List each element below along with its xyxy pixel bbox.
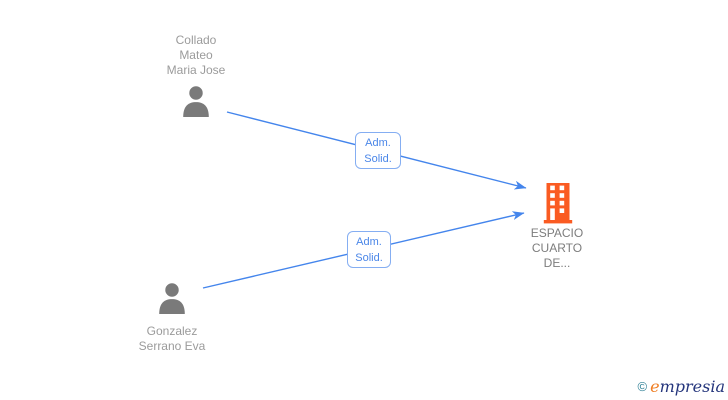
company-name-line: ESPACIO bbox=[530, 226, 584, 240]
person-name-line: Serrano Eva bbox=[138, 339, 206, 353]
brand-rest: mpresia bbox=[659, 377, 725, 396]
person-icon[interactable] bbox=[157, 282, 187, 314]
person-name-label[interactable]: Gonzalez Serrano Eva bbox=[102, 324, 242, 354]
building-icon[interactable] bbox=[543, 182, 573, 224]
edge-label-adm-solid: Adm. Solid. bbox=[355, 132, 401, 169]
person-name-line: Mateo bbox=[179, 48, 213, 62]
node-person-gonzalez[interactable]: Gonzalez Serrano Eva bbox=[102, 282, 242, 354]
person-icon[interactable] bbox=[181, 85, 211, 117]
edge-label-line: Solid. bbox=[364, 152, 392, 165]
person-name-line: Gonzalez bbox=[146, 324, 198, 338]
edge-label-line: Adm. bbox=[365, 136, 391, 149]
person-name-label[interactable]: Collado Mateo Maria Jose bbox=[126, 33, 266, 78]
company-name-line: DE... bbox=[543, 256, 571, 270]
copyright-icon: © bbox=[637, 379, 648, 394]
company-name-label[interactable]: ESPACIO CUARTO DE... bbox=[487, 226, 627, 271]
company-name-line: CUARTO bbox=[531, 241, 583, 255]
edge-label-line: Solid. bbox=[355, 251, 383, 264]
node-person-collado[interactable]: Collado Mateo Maria Jose bbox=[126, 33, 266, 120]
edge-label-line: Adm. bbox=[356, 235, 382, 248]
person-name-line: Maria Jose bbox=[166, 63, 226, 77]
person-name-line: Collado bbox=[175, 33, 217, 47]
node-company-espacio[interactable]: ESPACIO CUARTO DE... bbox=[487, 182, 627, 271]
brand-first-letter: e bbox=[650, 377, 660, 396]
empresia-logo[interactable]: ©empresia bbox=[638, 377, 725, 396]
edge-label-adm-solid: Adm. Solid. bbox=[347, 231, 391, 268]
